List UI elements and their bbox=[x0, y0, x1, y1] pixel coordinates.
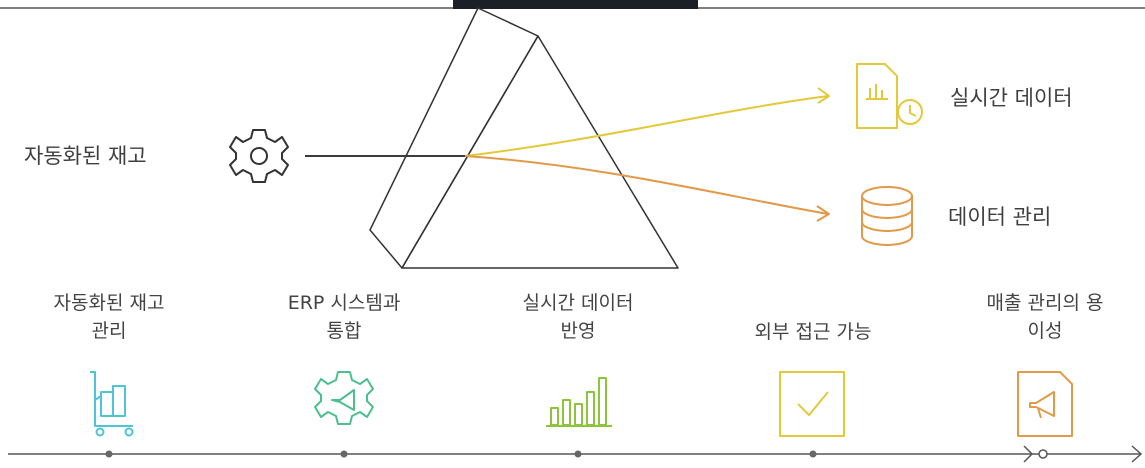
checkbox-icon bbox=[779, 371, 845, 437]
arrowhead-yellow bbox=[817, 87, 830, 104]
timeline-label-1-line1: 자동화된 재고 bbox=[53, 292, 165, 314]
title-bar bbox=[453, 0, 698, 9]
prism bbox=[369, 7, 679, 269]
output-beam-orange bbox=[464, 155, 829, 215]
megaphone-document-icon bbox=[1017, 371, 1073, 437]
output-label-data-management: 데이터 관리 bbox=[948, 205, 1052, 229]
timeline-label-2-line1: ERP 시스템과 bbox=[287, 292, 401, 314]
arrowhead-orange bbox=[816, 205, 830, 222]
output-label-realtime-data: 실시간 데이터 bbox=[950, 86, 1073, 110]
gear-icon bbox=[229, 129, 289, 183]
timeline-arrowhead bbox=[1131, 445, 1143, 463]
timeline-label-5-line2: 이성 bbox=[1027, 320, 1063, 342]
timeline-label-3-line2: 반영 bbox=[560, 320, 596, 342]
chart-clock-document-icon bbox=[856, 63, 923, 129]
database-icon bbox=[861, 186, 913, 246]
timeline-label-1: 자동화된 재고 관리 bbox=[9, 289, 209, 345]
input-label: 자동화된 재고 bbox=[24, 144, 147, 168]
timeline-end-marker bbox=[1023, 445, 1034, 463]
timeline-label-2: ERP 시스템과 통합 bbox=[244, 289, 444, 345]
timeline-dot bbox=[105, 450, 113, 458]
bar-chart-icon bbox=[546, 377, 612, 427]
timeline-label-1-line2: 관리 bbox=[91, 320, 127, 342]
timeline-dot bbox=[340, 450, 348, 458]
timeline-label-2-line2: 통합 bbox=[326, 320, 362, 342]
output-beam-yellow bbox=[464, 95, 829, 157]
cart-icon bbox=[90, 371, 134, 437]
timeline-label-4-line1: 외부 접근 가능 bbox=[754, 321, 872, 343]
timeline-label-5: 매출 관리의 용 이성 bbox=[945, 289, 1145, 345]
timeline-label-4: 외부 접근 가능 bbox=[713, 318, 913, 346]
timeline-dot bbox=[574, 450, 582, 458]
timeline-label-5-line1: 매출 관리의 용 bbox=[986, 292, 1104, 314]
gear-megaphone-icon bbox=[314, 371, 374, 425]
timeline-label-3: 실시간 데이터 반영 bbox=[478, 289, 678, 345]
timeline-label-3-line1: 실시간 데이터 bbox=[522, 292, 634, 314]
timeline-dot bbox=[809, 450, 817, 458]
timeline-end-dot bbox=[1038, 449, 1048, 459]
